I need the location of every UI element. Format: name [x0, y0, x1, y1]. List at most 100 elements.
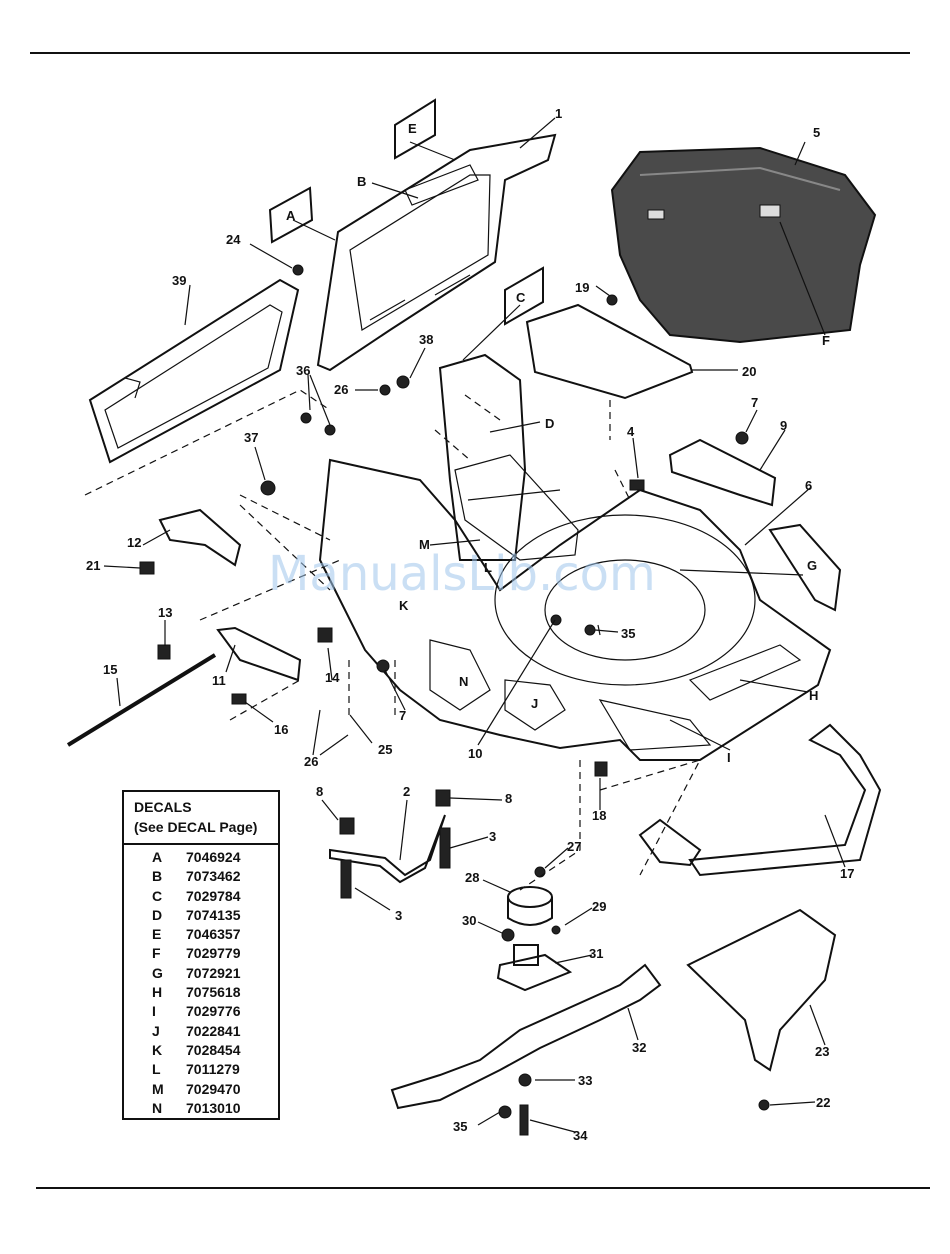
axle-rod-part	[66, 626, 302, 747]
callout-12: 12	[127, 535, 141, 550]
shield-part	[686, 908, 837, 1072]
decals-subtitle: (See DECAL Page)	[134, 819, 258, 835]
decal-letter-k: K	[399, 598, 409, 613]
decals-legend-header: DECALS (See DECAL Page)	[124, 792, 278, 845]
bag-frame-part	[316, 133, 557, 372]
engine-part	[610, 146, 877, 344]
decal-part-number: 7075618	[186, 984, 241, 1001]
decal-code: C	[152, 887, 163, 904]
decal-code: G	[152, 964, 163, 981]
decal-code: K	[152, 1041, 163, 1058]
callout-21: 21	[86, 558, 100, 573]
decal-code: I	[152, 1003, 156, 1020]
decal-part-number: 7022841	[186, 1022, 241, 1039]
decal-code: F	[152, 945, 161, 962]
callout-16: 16	[274, 722, 288, 737]
decal-part-number: 7028454	[186, 1041, 241, 1058]
decal-row: J 7022841	[124, 1022, 278, 1041]
decal-part-number: 7073462	[186, 868, 241, 885]
decal-letter-c: C	[516, 290, 526, 305]
callout-11: 11	[212, 673, 226, 688]
callout-10: 10	[468, 746, 482, 761]
decal-part-number: 7011279	[186, 1061, 240, 1078]
decal-row: G 7072921	[124, 964, 278, 983]
decal-letter-g: G	[807, 558, 817, 573]
callout-33: 33	[578, 1073, 592, 1088]
decal-part-number: 7029776	[186, 1003, 241, 1020]
callout-19: 19	[575, 280, 589, 295]
callout-6: 6	[805, 478, 812, 493]
callout-36: 36	[296, 363, 310, 378]
callout-1: 1	[555, 106, 562, 121]
callout-7: 7	[751, 395, 758, 410]
decal-part-number: 7046924	[186, 849, 241, 865]
decal-code: M	[152, 1080, 164, 1097]
callout-39: 39	[172, 273, 186, 288]
decal-letter-j: J	[531, 696, 538, 711]
callout-22: 22	[816, 1095, 830, 1110]
decal-row: C 7029784	[124, 887, 278, 906]
decal-code: D	[152, 906, 163, 923]
callout-30: 30	[462, 913, 476, 928]
decal-code: H	[152, 984, 163, 1001]
callout-37: 37	[244, 430, 258, 445]
callout-13: 13	[158, 605, 172, 620]
decal-letter-b: B	[357, 174, 366, 189]
decal-part-number: 7013010	[186, 1099, 241, 1116]
callout-35: 35	[621, 626, 635, 641]
callout-9: 9	[780, 418, 787, 433]
hardware-parts	[139, 264, 770, 1136]
callout-3: 3	[395, 908, 402, 923]
callout-31: 31	[589, 946, 603, 961]
callout-23: 23	[815, 1044, 829, 1059]
callout-28: 28	[465, 870, 479, 885]
callout-25: 25	[378, 742, 392, 757]
decal-letter-l: L	[484, 560, 492, 575]
grass-bag-panel-part	[88, 278, 300, 464]
decal-row: K 7028454	[124, 1041, 278, 1060]
blade-adapter-part	[496, 886, 573, 992]
door-bracket-part	[158, 508, 242, 567]
decal-letter-m: M	[419, 537, 430, 552]
callout-26: 26	[334, 382, 348, 397]
decal-code: J	[152, 1022, 160, 1039]
decal-row: A 7046924	[124, 848, 278, 867]
callout-27: 27	[567, 839, 581, 854]
decal-letter-n: N	[459, 674, 468, 689]
bottom-rule	[36, 1187, 930, 1189]
baffle-plate-part	[525, 303, 694, 400]
callout-20: 20	[742, 364, 756, 379]
decal-code: A	[152, 849, 163, 865]
decal-letter-e: E	[408, 121, 417, 136]
callout-35: 35	[453, 1119, 467, 1134]
blade-part	[390, 963, 662, 1110]
callout-15: 15	[103, 662, 117, 677]
callout-8: 8	[505, 791, 512, 806]
callout-numbers: 1 2 3 3 4 5 6 7 7 8 8 9 10 11 12 13 14 1…	[86, 106, 854, 1143]
callout-14: 14	[325, 670, 340, 685]
callout-8: 8	[316, 784, 323, 799]
decal-part-number: 7029784	[186, 887, 241, 904]
decal-letter-f: F	[822, 333, 830, 348]
decal-row: I 7029776	[124, 1002, 278, 1021]
decal-part-number: 7029779	[186, 945, 241, 962]
callout-3: 3	[489, 829, 496, 844]
callout-2: 2	[403, 784, 410, 799]
decal-part-number: 7072921	[186, 964, 241, 981]
callout-29: 29	[592, 899, 606, 914]
decal-code: N	[152, 1099, 163, 1116]
callout-26: 26	[304, 754, 318, 769]
decal-part-number: 7029470	[186, 1080, 241, 1097]
decal-letter-a: A	[286, 208, 296, 223]
decal-row: M 7029470	[124, 1080, 278, 1099]
decal-part-number: 7046357	[186, 926, 241, 943]
decal-row: F 7029779	[124, 944, 278, 963]
leader-lines	[103, 117, 846, 1133]
